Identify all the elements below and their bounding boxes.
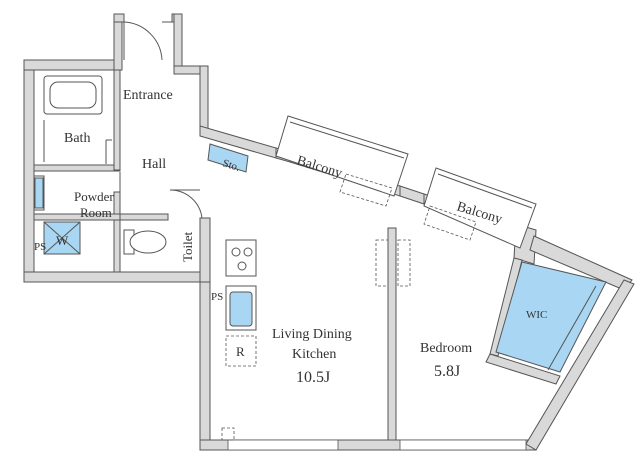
pipe-space-label-1: PS <box>34 241 46 253</box>
vanity <box>33 175 45 211</box>
wic-label: WIC <box>526 309 547 321</box>
storage-label: Sto. <box>221 157 241 174</box>
bedroom-size: 5.8J <box>434 363 460 380</box>
bathtub <box>43 75 103 115</box>
entrance-door <box>123 21 172 61</box>
fridge-space <box>225 335 257 367</box>
ldk-label-1: Living Dining <box>272 327 352 342</box>
washer-label: W <box>56 233 69 248</box>
ldk-label-2: Kitchen <box>292 347 336 362</box>
fridge-label: R <box>236 344 245 359</box>
stove <box>225 239 257 277</box>
ldk-size: 10.5J <box>296 369 330 386</box>
bath-label: Bath <box>64 131 90 146</box>
toilet-door <box>169 189 203 219</box>
hall-label: Hall <box>142 157 166 172</box>
windows <box>221 239 527 451</box>
balcony-2 <box>423 167 537 249</box>
washer-space <box>43 221 81 255</box>
walk-in-closet <box>495 261 607 373</box>
bedroom-label: Bedroom <box>420 341 472 356</box>
bath-door <box>43 120 112 164</box>
kitchen-sink <box>225 285 257 331</box>
balcony-1 <box>275 115 409 207</box>
toilet-fixture <box>123 229 167 255</box>
pipe-space-label-2: PS <box>211 291 223 303</box>
powder-room-label-2: Room <box>80 205 112 220</box>
storage-closet <box>207 143 249 173</box>
powder-room-label-1: Powder <box>74 189 114 204</box>
toilet-label: Toilet <box>180 231 195 262</box>
entrance-label: Entrance <box>123 88 173 103</box>
